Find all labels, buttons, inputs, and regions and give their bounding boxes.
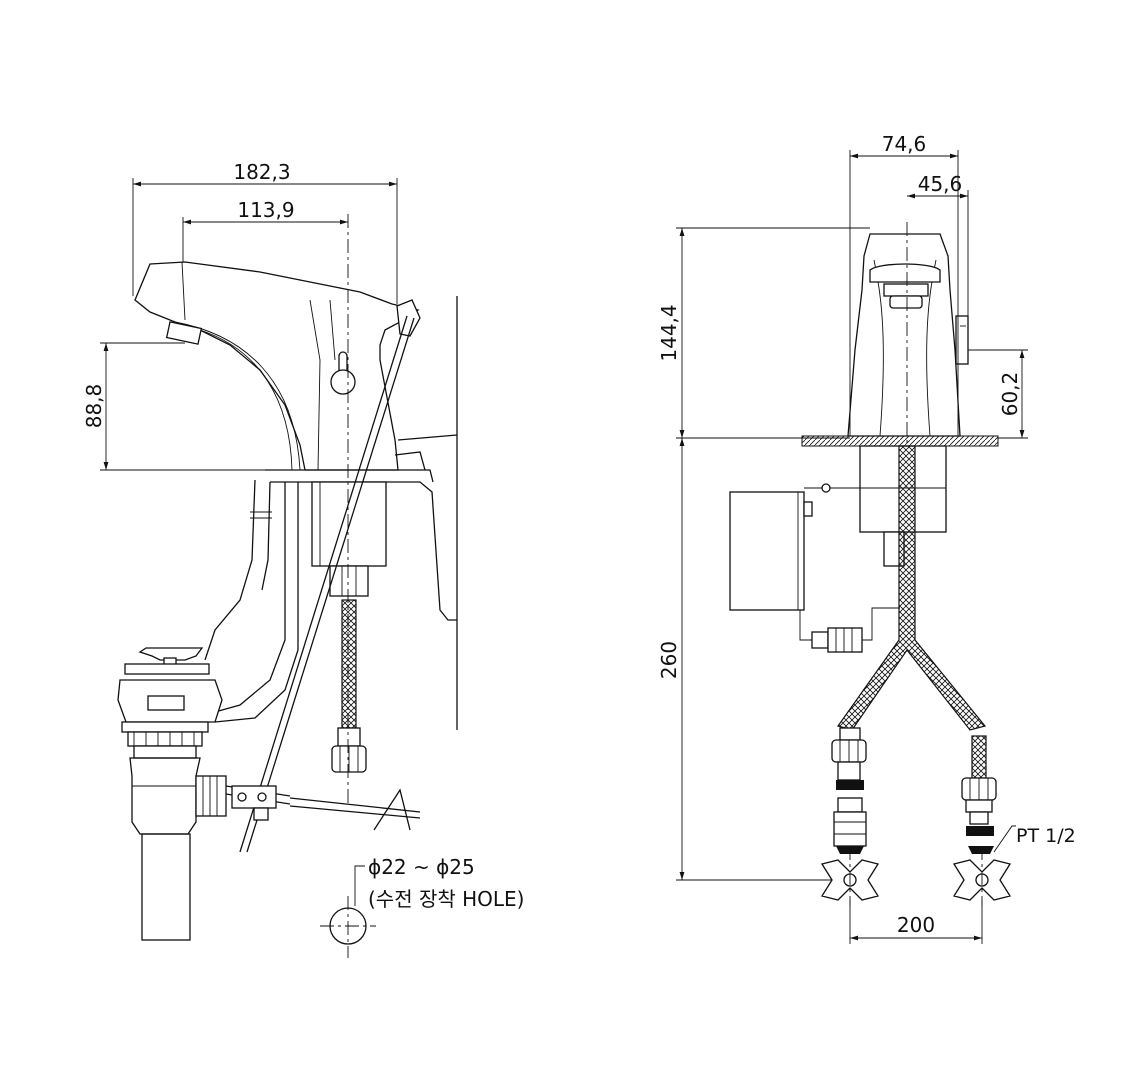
faucet-body-front bbox=[847, 233, 969, 437]
dim-spout-height-label: 88,8 bbox=[82, 384, 106, 429]
dim-spout-height: 88,8 bbox=[82, 342, 265, 471]
mounting-bracket bbox=[204, 469, 457, 723]
faucet-body-side bbox=[134, 261, 458, 471]
supply-hose-side bbox=[331, 599, 367, 773]
dim-spout-to-center: 113,9 bbox=[182, 198, 348, 262]
dim-sensor-height: 60,2 bbox=[968, 349, 1028, 439]
side-view: 182,3 113,9 88,8 ϕ22 ~ ϕ25 (수전 장착 HOLE) bbox=[82, 160, 524, 958]
thread-spec-note: PT 1/2 bbox=[993, 825, 1076, 853]
supply-hoses-front bbox=[837, 445, 987, 731]
dim-body-height: 144,4 bbox=[657, 227, 870, 439]
hole-note-label: (수전 장착 HOLE) bbox=[368, 887, 524, 911]
dim-half-width: 45,6 bbox=[907, 172, 969, 316]
dim-body-width-label: 74,6 bbox=[882, 132, 927, 156]
dim-spout-to-center-label: 113,9 bbox=[237, 198, 294, 222]
control-box bbox=[729, 483, 900, 653]
dim-hose-length-label: 260 bbox=[657, 641, 681, 679]
popup-rod bbox=[239, 315, 415, 853]
dim-body-height-label: 144,4 bbox=[657, 304, 681, 361]
dim-hose-length: 260 bbox=[657, 438, 832, 881]
dim-sensor-height-label: 60,2 bbox=[998, 372, 1022, 417]
hole-spec-label: ϕ22 ~ ϕ25 bbox=[368, 855, 475, 879]
dim-overall-width-label: 182,3 bbox=[233, 160, 290, 184]
popup-drain bbox=[117, 647, 421, 941]
dim-half-width-label: 45,6 bbox=[918, 172, 963, 196]
dim-valve-spacing-label: 200 bbox=[897, 913, 935, 937]
thread-spec-label: PT 1/2 bbox=[1016, 825, 1076, 847]
dim-overall-width: 182,3 bbox=[132, 160, 398, 304]
mounting-hole-note: ϕ22 ~ ϕ25 (수전 장착 HOLE) bbox=[320, 855, 524, 958]
dim-valve-spacing: 200 bbox=[849, 900, 983, 944]
countertop-section bbox=[801, 435, 999, 447]
front-view: 74,6 45,6 144,4 60,2 260 bbox=[657, 132, 1076, 944]
